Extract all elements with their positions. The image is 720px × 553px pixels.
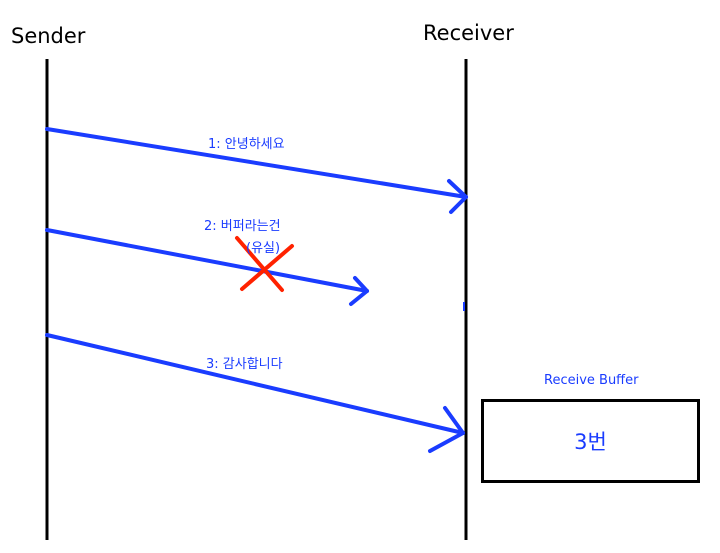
lost-x-mark bbox=[235, 236, 294, 292]
message-1-arrow bbox=[45, 127, 468, 214]
receive-buffer-content: 3번 bbox=[574, 430, 607, 454]
message-1-label: 1: 안녕하세요 bbox=[208, 137, 285, 152]
message-2-label: 2: 버퍼라는건 bbox=[204, 219, 281, 234]
message-2-arrow bbox=[45, 228, 369, 306]
message-2-lost-note: (유실) bbox=[246, 241, 281, 256]
receiver-label: Receiver bbox=[423, 21, 514, 45]
message-3-label: 3: 감사합니다 bbox=[206, 357, 283, 372]
message-3-arrow bbox=[45, 333, 465, 453]
sender-label: Sender bbox=[11, 24, 86, 48]
receive-buffer-title: Receive Buffer bbox=[544, 373, 639, 388]
receive-buffer-box: 3번 bbox=[481, 399, 700, 483]
